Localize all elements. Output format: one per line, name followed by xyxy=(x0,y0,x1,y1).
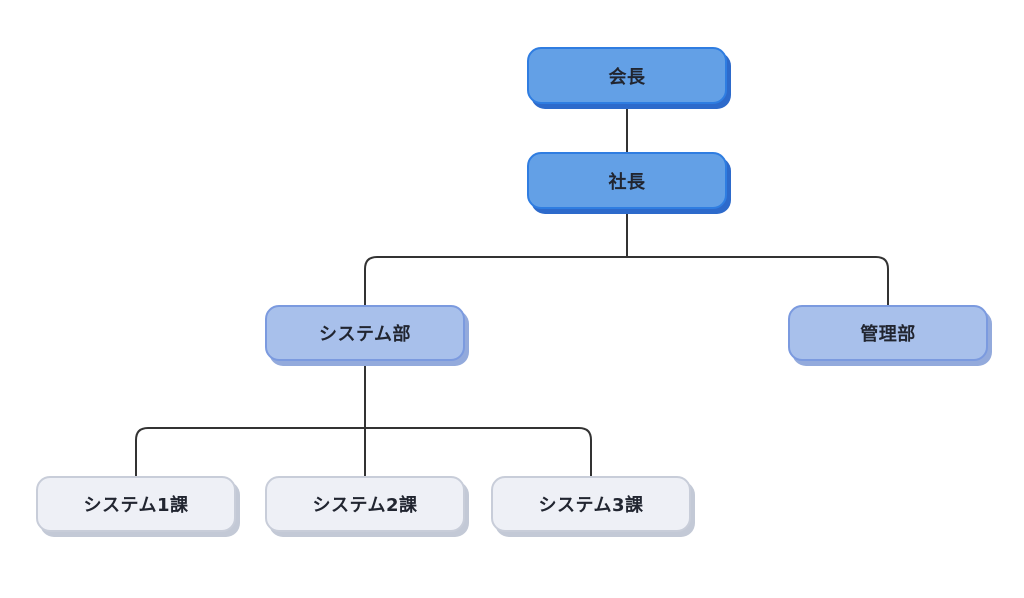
org-node-admin-dept[interactable]: 管理部 xyxy=(788,305,988,361)
org-node-system-dept-label: システム部 xyxy=(319,324,411,345)
org-node-system-dept[interactable]: システム部 xyxy=(265,305,465,361)
org-node-system-sec-1[interactable]: システム1課 xyxy=(36,476,236,532)
edge-president-branches xyxy=(364,256,889,305)
edge-sysdept-branches xyxy=(135,427,592,476)
org-node-system-sec-2-label: システム2課 xyxy=(312,495,418,516)
org-node-admin-dept-label: 管理部 xyxy=(860,324,916,345)
org-node-system-sec-1-label: システム1課 xyxy=(83,495,189,516)
org-node-president[interactable]: 社長 xyxy=(527,152,727,209)
org-node-chairman[interactable]: 会長 xyxy=(527,47,727,104)
org-node-system-sec-3-label: システム3課 xyxy=(538,495,644,516)
org-node-president-label: 社長 xyxy=(608,171,646,193)
org-node-system-sec-3[interactable]: システム3課 xyxy=(491,476,691,532)
org-node-system-sec-2[interactable]: システム2課 xyxy=(265,476,465,532)
org-node-chairman-label: 会長 xyxy=(608,66,646,88)
